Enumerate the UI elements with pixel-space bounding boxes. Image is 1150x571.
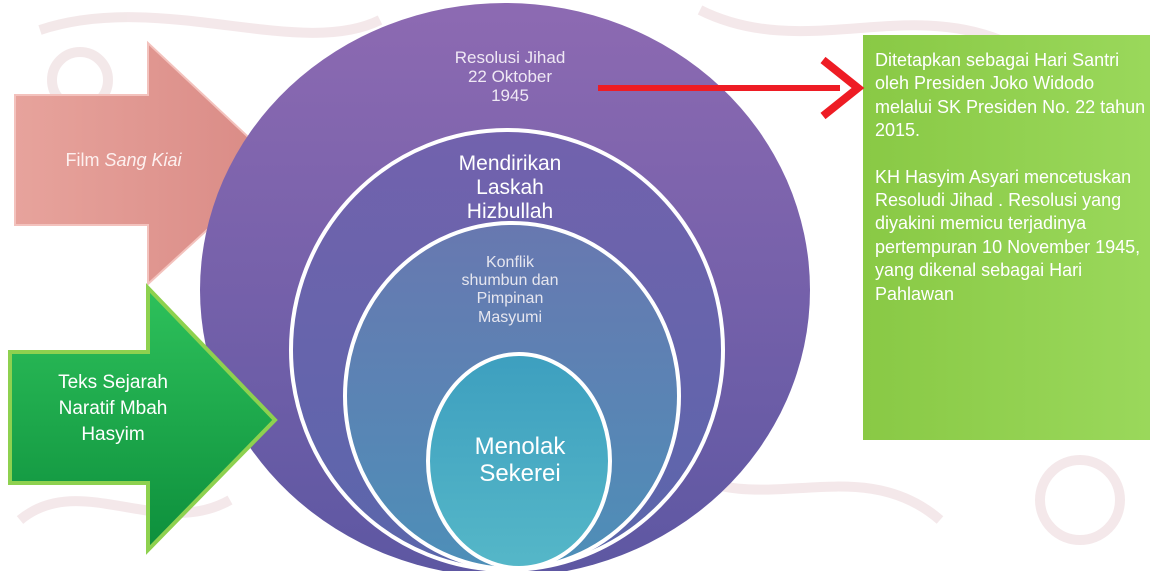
ring-inner (426, 352, 612, 570)
red-arrow (598, 56, 865, 120)
teks-label: Teks Sejarah Naratif Mbah Hasyim (58, 372, 168, 446)
film-label-title: Sang Kiai (104, 150, 182, 170)
ring-third-label: Konflik shumbun dan Pimpinan Masyumi (461, 254, 559, 326)
info-paragraph-2: KH Hasyim Asyari mencetuskan Resoludi Ji… (875, 166, 1141, 304)
teks-arrow (8, 283, 278, 555)
info-paragraph-1: Ditetapkan sebagai Hari Santri oleh Pres… (875, 50, 1146, 141)
ring-outer-label: Resolusi Jihad 22 Oktober 1945 (454, 48, 566, 106)
film-label-prefix: Film (65, 150, 105, 170)
film-label: Film Sang Kiai (26, 150, 221, 171)
info-box-bg (863, 35, 1150, 440)
ring-second-label: Mendirikan Laskah Hizbullah (458, 152, 562, 224)
ring-inner-label: Menolak Sekerei (474, 433, 566, 487)
info-box: Ditetapkan sebagai Hari Santri oleh Pres… (863, 35, 1150, 440)
